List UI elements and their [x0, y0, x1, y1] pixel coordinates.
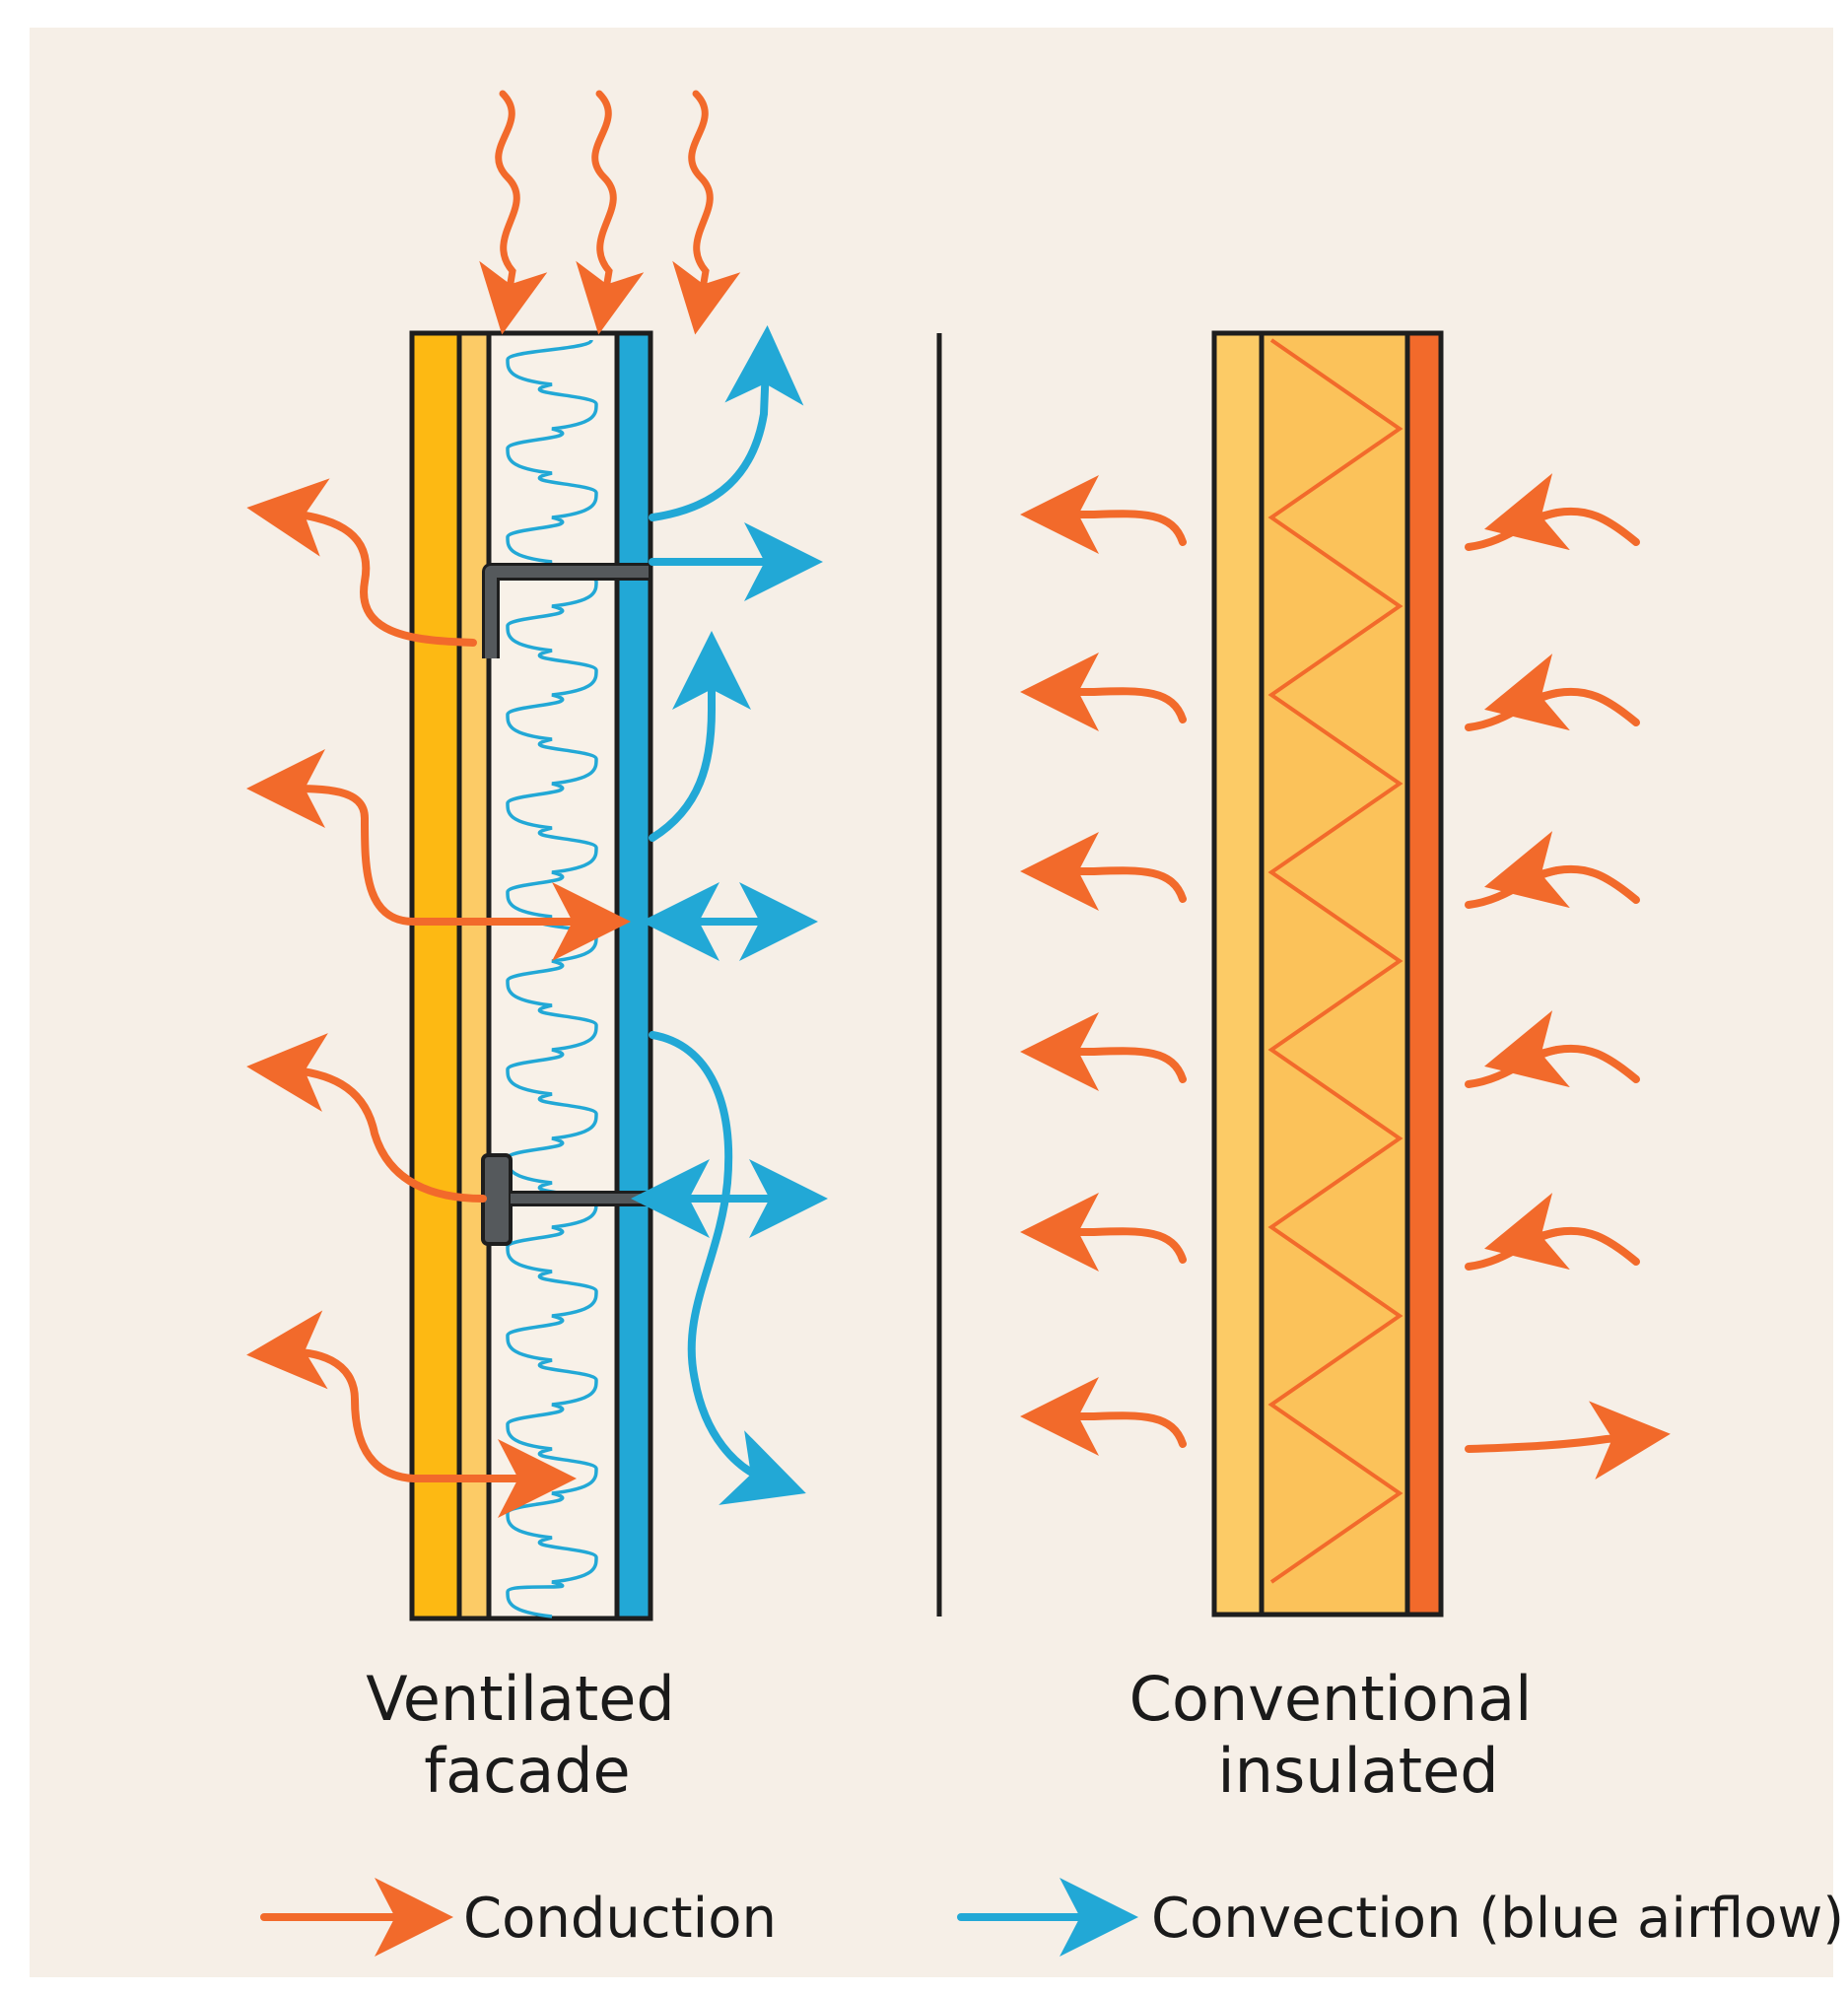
legend-conduction-label: Conduction [463, 1887, 777, 1951]
conventional-insulated-title-line1: Conventional [1129, 1663, 1533, 1735]
interior-layer [409, 330, 462, 1621]
inner-arrow-1 [1020, 475, 1187, 554]
convection-arrow-5 [649, 1031, 806, 1505]
conventional-insulated-title-line2: insulated [1217, 1735, 1498, 1807]
inner-arrow-4 [1020, 1012, 1187, 1091]
outer-arrow-6 [1465, 1401, 1671, 1480]
inner-arrow-5 [1020, 1193, 1187, 1272]
exterior-layer [1404, 330, 1444, 1617]
conventional-insulated-wall [1211, 330, 1444, 1617]
inner-arrow-2 [1020, 653, 1187, 731]
conventional-inner-arrows [1020, 475, 1187, 1456]
incoming-heat-arrows [479, 90, 741, 335]
render-layer [456, 330, 492, 1621]
legend-convection-label: Convection (blue airflow) [1151, 1887, 1844, 1951]
conduction-arrow-3 [246, 1033, 487, 1203]
convection-arrow-1 [649, 325, 804, 521]
ventilated-conduction-arrows [246, 478, 631, 1518]
incoming-heat-arrow-3 [672, 90, 741, 335]
conduction-arrow-1 [246, 478, 477, 647]
lower-bracket [481, 1153, 649, 1246]
conduction-arrow-4 [246, 1310, 418, 1482]
incoming-heat-arrow-2 [576, 90, 645, 335]
ventilated-convection-arrows [631, 325, 828, 1505]
ventilated-facade-wall [409, 330, 653, 1621]
diagram-background [30, 28, 1833, 1977]
cladding-panel [614, 330, 653, 1621]
insulation-wave [506, 338, 598, 1618]
ventilated-facade-title-line2: facade [424, 1735, 630, 1807]
upper-bracket [482, 563, 649, 658]
inner-arrow-6 [1020, 1377, 1187, 1456]
convection-arrow-3 [649, 631, 751, 842]
interior-finish-layer [1211, 330, 1265, 1617]
inner-arrow-3 [1020, 832, 1187, 911]
incoming-heat-arrow-1 [479, 90, 548, 335]
conduction-arrow-2 [246, 749, 418, 926]
legend: Conduction Convection (blue airflow) [260, 1878, 1844, 1957]
conventional-outer-arrows [1465, 473, 1671, 1480]
ventilated-facade-title-line1: Ventilated [366, 1663, 675, 1735]
insulation-zigzag [1267, 338, 1403, 1584]
